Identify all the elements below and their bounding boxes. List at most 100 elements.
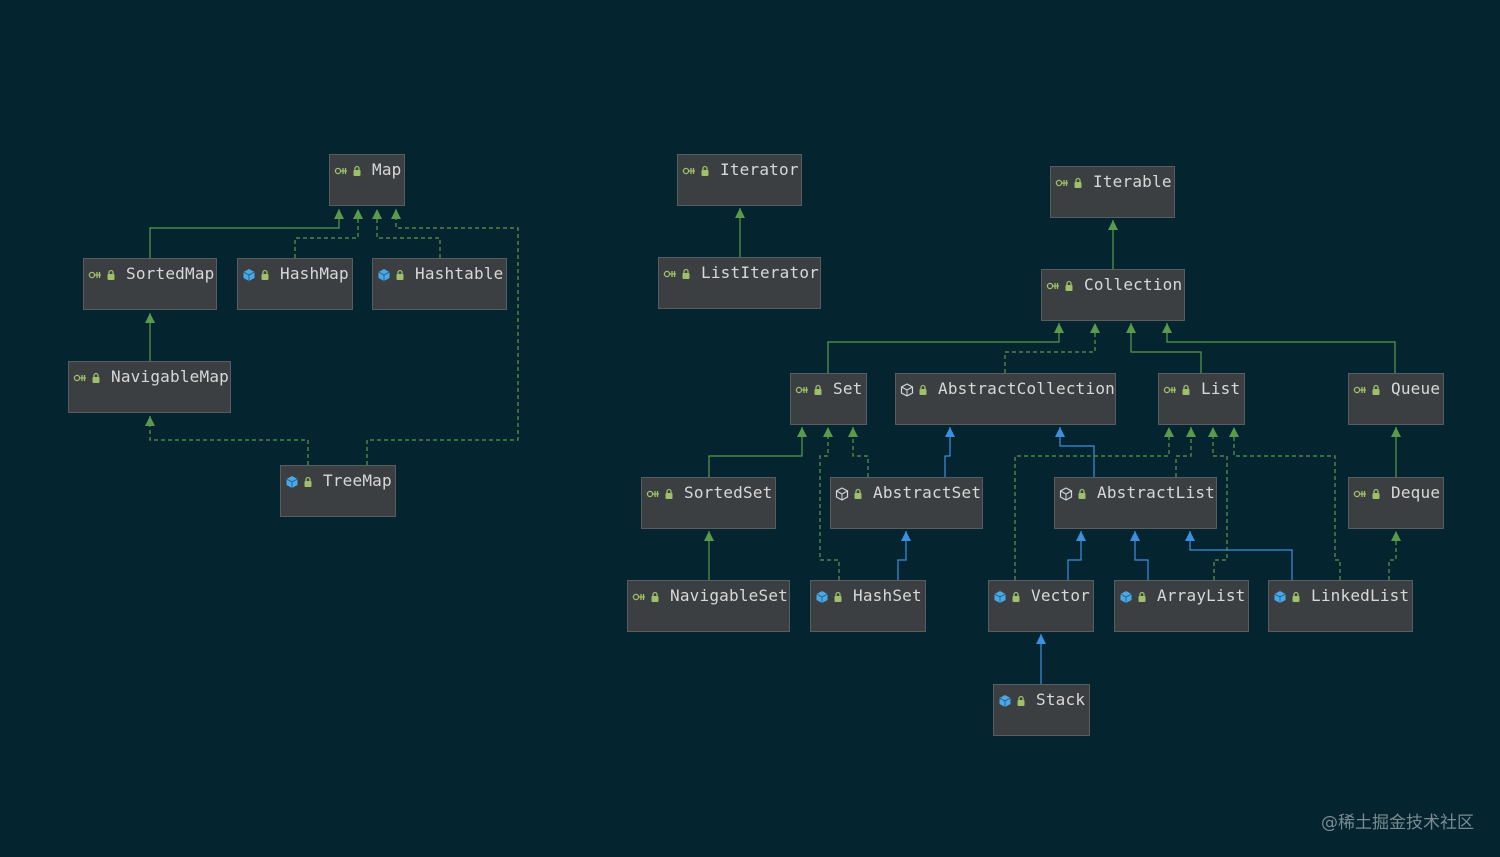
arrowhead [797,427,807,437]
node-navigablemap[interactable]: NavigableMap [68,361,231,413]
edge-abstractcollection-to-collection [1004,323,1100,373]
node-label: ArrayList [1157,586,1246,605]
edge-hashset-to-abstractset [897,531,911,580]
lock-icon [303,474,313,488]
edge-linkedlist-to-deque [1388,531,1401,580]
edge-collection-to-iterable [1108,220,1118,269]
node-stack[interactable]: Stack [993,684,1090,736]
node-label: SortedSet [684,483,773,502]
lock-icon [106,267,116,281]
interface-icon [632,589,646,603]
node-listiterator[interactable]: ListIterator [658,257,821,309]
edge-sortedset-to-set [708,427,807,477]
node-vector[interactable]: Vector [988,580,1094,632]
lock-icon [1291,589,1301,603]
lock-icon [260,267,270,281]
node-hashmap[interactable]: HashMap [237,258,353,310]
arrowhead [1186,427,1196,437]
class-icon [1273,589,1287,603]
lock-icon [681,266,691,280]
lock-icon [650,589,660,603]
class-icon [998,693,1012,707]
edge-navigableset-to-sortedset [704,531,714,580]
interface-icon [88,267,102,281]
node-label: AbstractList [1097,483,1215,502]
node-sortedmap[interactable]: SortedMap [83,258,217,310]
edge-arraylist-to-abstractlist [1130,531,1149,580]
edge-abstractlist-to-list [1175,427,1196,477]
arrowhead [391,209,401,219]
node-label: Iterator [720,160,799,179]
arrowhead [1208,427,1218,437]
node-list[interactable]: List [1158,373,1245,425]
lock-icon [1064,278,1074,292]
lock-icon [700,163,710,177]
node-collection[interactable]: Collection [1041,269,1185,321]
arrowhead [1126,323,1136,333]
node-hashtable[interactable]: Hashtable [372,258,507,310]
node-label: NavigableSet [670,586,788,605]
edge-treemap-to-map [366,209,519,465]
abstract-class-icon [835,486,849,501]
watermark: @稀土掘金技术社区 [1321,813,1474,833]
lock-icon [853,486,863,500]
node-label: Vector [1031,586,1090,605]
node-label: HashMap [280,264,349,283]
arrowhead [735,208,745,218]
interface-icon [73,370,87,384]
node-linkedlist[interactable]: LinkedList [1268,580,1413,632]
arrowhead [372,209,382,219]
node-iterator[interactable]: Iterator [677,154,802,206]
edge-set-to-collection [827,323,1064,373]
arrowhead [1130,531,1140,541]
node-deque[interactable]: Deque [1348,477,1444,529]
class-icon [242,267,256,281]
node-queue[interactable]: Queue [1348,373,1444,425]
class-icon [1119,589,1133,603]
node-hashset[interactable]: HashSet [810,580,926,632]
edge-sortedmap-to-map [149,209,344,258]
node-label: Queue [1391,379,1441,398]
lock-icon [1181,382,1191,396]
edge-abstractset-to-abstractcollection [944,427,955,477]
lock-icon [1371,486,1381,500]
node-arraylist[interactable]: ArrayList [1114,580,1249,632]
node-label: Collection [1084,275,1183,294]
arrowhead [1036,634,1046,644]
edge-list-to-collection [1126,323,1202,373]
node-sortedset[interactable]: SortedSet [641,477,776,529]
node-iterable[interactable]: Iterable [1050,166,1175,218]
node-abstractset[interactable]: AbstractSet [830,477,983,529]
interface-icon [1353,382,1367,396]
node-navigableset[interactable]: NavigableSet [627,580,790,632]
edge-abstractlist-to-abstractcollection [1055,427,1095,477]
node-label: LinkedList [1311,586,1410,605]
node-set[interactable]: Set [790,373,867,425]
node-label: Map [372,160,402,179]
interface-icon [1046,278,1060,292]
edge-linkedlist-to-abstractlist [1185,531,1293,580]
lock-icon [352,163,362,177]
node-label: Hashtable [415,264,504,283]
interface-icon [795,382,809,396]
edge-vector-to-abstractlist [1067,531,1086,580]
edge-vector-to-list [1014,427,1174,580]
lock-icon [91,370,101,384]
node-abstractlist[interactable]: AbstractList [1054,477,1217,529]
edge-hashtable-to-map [372,209,441,258]
lock-icon [664,486,674,500]
edge-hashset-to-set [819,427,840,580]
arrowhead [1108,220,1118,230]
edge-hashmap-to-map [294,209,363,258]
node-label: ListIterator [701,263,819,282]
node-treemap[interactable]: TreeMap [280,465,396,517]
arrowhead [848,427,858,437]
arrowhead [1055,427,1065,437]
node-map[interactable]: Map [329,154,405,206]
arrowhead [1391,531,1401,541]
interface-icon [1055,175,1069,189]
edge-arraylist-to-list [1208,427,1228,580]
node-abstractcollection[interactable]: AbstractCollection [895,373,1116,425]
arrowhead [353,209,363,219]
node-label: Deque [1391,483,1441,502]
